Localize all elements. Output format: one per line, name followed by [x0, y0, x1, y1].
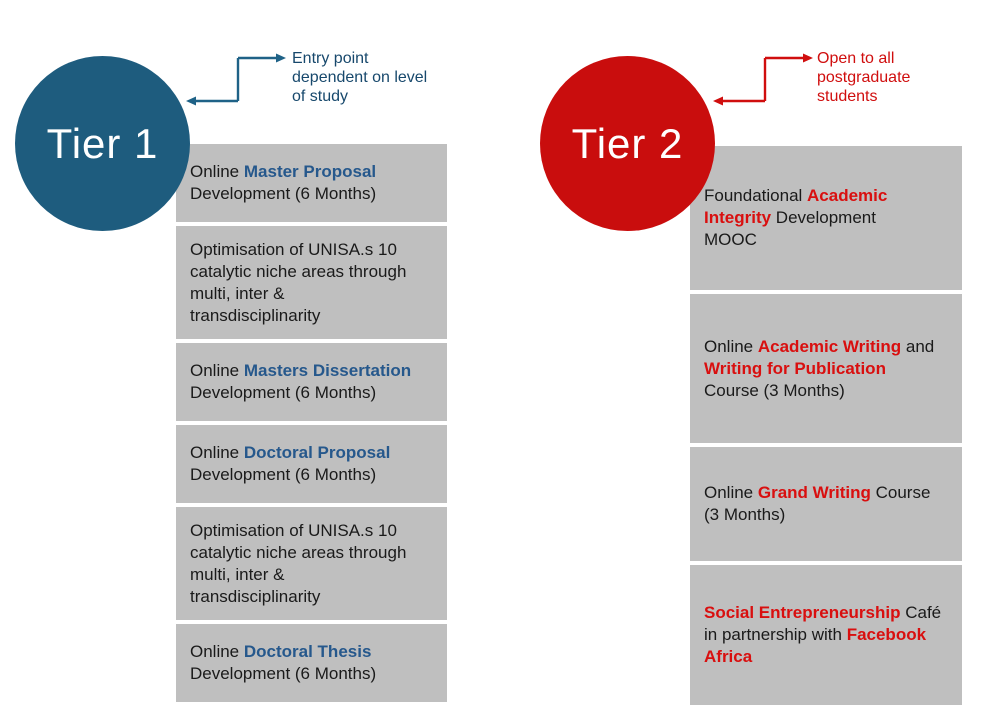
text-segment: Development [771, 208, 876, 227]
text-line: Writing for Publication [704, 358, 886, 380]
text-line: catalytic niche areas through [190, 261, 406, 283]
tier1-circle: Tier 1 [15, 56, 190, 231]
text-segment: Development (6 Months) [190, 383, 377, 402]
text-segment: Online [704, 336, 758, 356]
highlighted-text-segment: Master Proposal [243, 162, 377, 181]
highlighted-text-segment: Academic Writing [757, 336, 902, 356]
text-line: Open to all [817, 50, 895, 67]
text-line: Development (6 Months) [190, 464, 376, 486]
text-line: Online Master Proposal [190, 161, 376, 183]
text-line: Social Entrepreneurship Café [704, 602, 941, 624]
text-line: Africa [704, 646, 752, 668]
highlighted-text-segment: Grand Writing [757, 483, 871, 502]
text-line: postgraduate [817, 69, 911, 86]
text-segment: Foundational [704, 186, 808, 205]
text-segment: Café [900, 603, 942, 622]
text-line: Online Grand Writing Course [704, 482, 930, 504]
tier2-elbow-arrow-icon [713, 53, 813, 106]
text-segment: MOOC [704, 230, 757, 249]
text-line: Course (3 Months) [704, 380, 845, 402]
text-segment: Online [190, 162, 244, 181]
text-line: Online Doctoral Proposal [190, 442, 390, 464]
tier1-label: Tier 1 [46, 119, 159, 167]
tier2-circle: Tier 2 [540, 56, 715, 231]
text-segment: Optimisation of UNISA.s 10 [190, 520, 397, 540]
text-line: Development (6 Months) [190, 183, 376, 205]
text-line: MOOC [704, 229, 757, 251]
text-segment: Online [190, 361, 244, 380]
text-line: in partnership with Facebook [704, 624, 926, 646]
text-line: (3 Months) [704, 504, 785, 526]
text-line: Entry point [292, 50, 369, 67]
text-line: transdisciplinarity [190, 586, 320, 608]
text-line: Online Masters Dissertation [190, 360, 411, 382]
text-segment: (3 Months) [704, 505, 786, 524]
text-line: Development (6 Months) [190, 382, 376, 404]
text-segment: catalytic niche areas through [190, 261, 407, 281]
highlighted-text-segment: Writing for Publication [704, 358, 886, 378]
text-segment: Development (6 Months) [190, 184, 377, 203]
tier2-box-grand-writing: Online Grand Writing Course(3 Months) [690, 447, 962, 561]
highlighted-text-segment: Social Entrepreneurship [704, 603, 901, 622]
tier1-annotation: Entry point dependent on level of study [292, 49, 427, 106]
text-segment: Optimisation of UNISA.s 10 [190, 239, 397, 259]
text-segment: in partnership with [704, 625, 847, 644]
text-segment: catalytic niche areas through [190, 542, 407, 562]
text-line: multi, inter & [190, 564, 284, 586]
text-line: Foundational Academic [704, 185, 887, 207]
tier2-label: Tier 2 [571, 119, 684, 167]
text-segment: Course [870, 483, 931, 502]
text-segment: multi, inter & [190, 564, 285, 584]
text-segment: Online [190, 642, 244, 661]
text-segment: Development (6 Months) [190, 465, 377, 484]
text-line: Integrity Development [704, 207, 876, 229]
highlighted-text-segment: Academic [807, 186, 888, 205]
highlighted-text-segment: Masters Dissertation [243, 361, 412, 380]
text-segment: Online [190, 443, 244, 462]
text-line: dependent on level [292, 69, 428, 86]
text-line: Development (6 Months) [190, 663, 376, 685]
text-line: Online Academic Writing and [704, 336, 934, 358]
text-segment: Online [704, 483, 758, 502]
text-line: multi, inter & [190, 283, 284, 305]
highlighted-text-segment: Integrity [704, 208, 772, 227]
text-line: students [817, 88, 878, 105]
highlighted-text-segment: Doctoral Proposal [243, 443, 391, 462]
highlighted-text-segment: Doctoral Thesis [243, 642, 372, 661]
text-segment: Course (3 Months) [704, 380, 845, 400]
highlighted-text-segment: Facebook [846, 625, 927, 644]
text-segment: Development (6 Months) [190, 664, 377, 683]
tier1-elbow-arrow-icon [186, 53, 286, 106]
text-line: transdisciplinarity [190, 305, 320, 327]
text-segment: multi, inter & [190, 283, 285, 303]
tier2-annotation: Open to all postgraduate students [817, 49, 910, 106]
text-segment: and [901, 336, 935, 356]
highlighted-text-segment: Africa [704, 647, 753, 666]
text-segment: transdisciplinarity [190, 586, 321, 606]
text-segment: transdisciplinarity [190, 305, 321, 325]
text-line: Online Doctoral Thesis [190, 641, 371, 663]
text-line: catalytic niche areas through [190, 542, 406, 564]
text-line: Optimisation of UNISA.s 10 [190, 520, 397, 542]
text-line: Optimisation of UNISA.s 10 [190, 239, 397, 261]
text-line: of study [292, 88, 349, 105]
